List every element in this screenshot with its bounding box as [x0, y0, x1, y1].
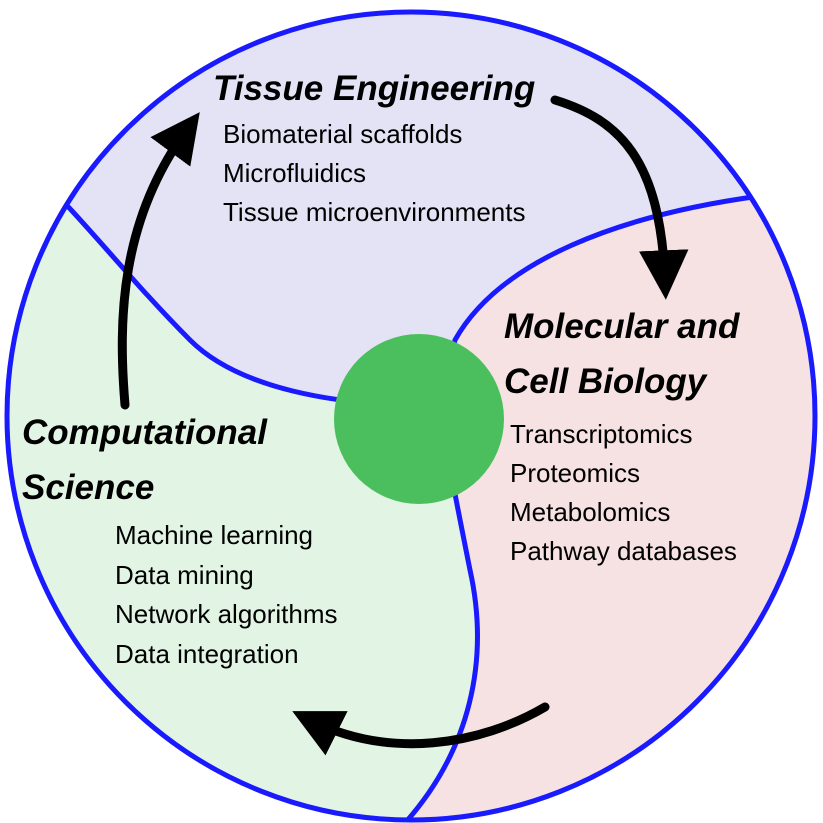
tissue-item-3: Tissue microenvironments	[223, 197, 525, 227]
molecular-title-line2: Cell Biology	[504, 362, 708, 401]
computational-item-4: Data integration	[115, 639, 299, 669]
molecular-item-2: Proteomics	[510, 458, 640, 488]
tissue-item-2: Microfluidics	[223, 158, 366, 188]
computational-item-1: Machine learning	[115, 520, 313, 550]
center-circle	[334, 334, 504, 504]
outer-circle-outline	[4, 9, 818, 823]
arrow-molecular-to-computational	[292, 702, 550, 756]
molecular-item-1: Transcriptomics	[510, 419, 693, 449]
computational-title-line2: Science	[22, 468, 154, 507]
arrow-tissue-to-molecular	[550, 95, 689, 300]
tissue-engineering-region	[7, 12, 815, 405]
computational-item-3: Network algorithms	[115, 599, 338, 629]
tissue-item-1: Biomaterial scaffolds	[223, 119, 462, 149]
molecular-item-4: Pathway databases	[510, 536, 737, 566]
molecular-item-3: Metabolomics	[510, 497, 670, 527]
computational-item-2: Data mining	[115, 560, 254, 590]
arrow-computational-to-tissue	[117, 112, 200, 410]
molecular-cell-biology-region	[405, 190, 815, 820]
molecular-title-line1: Molecular and	[504, 307, 740, 346]
computational-title-line1: Computational	[22, 413, 268, 452]
boundary-tissue-molecular	[442, 193, 761, 381]
tissue-engineering-title: Tissue Engineering	[213, 69, 535, 108]
